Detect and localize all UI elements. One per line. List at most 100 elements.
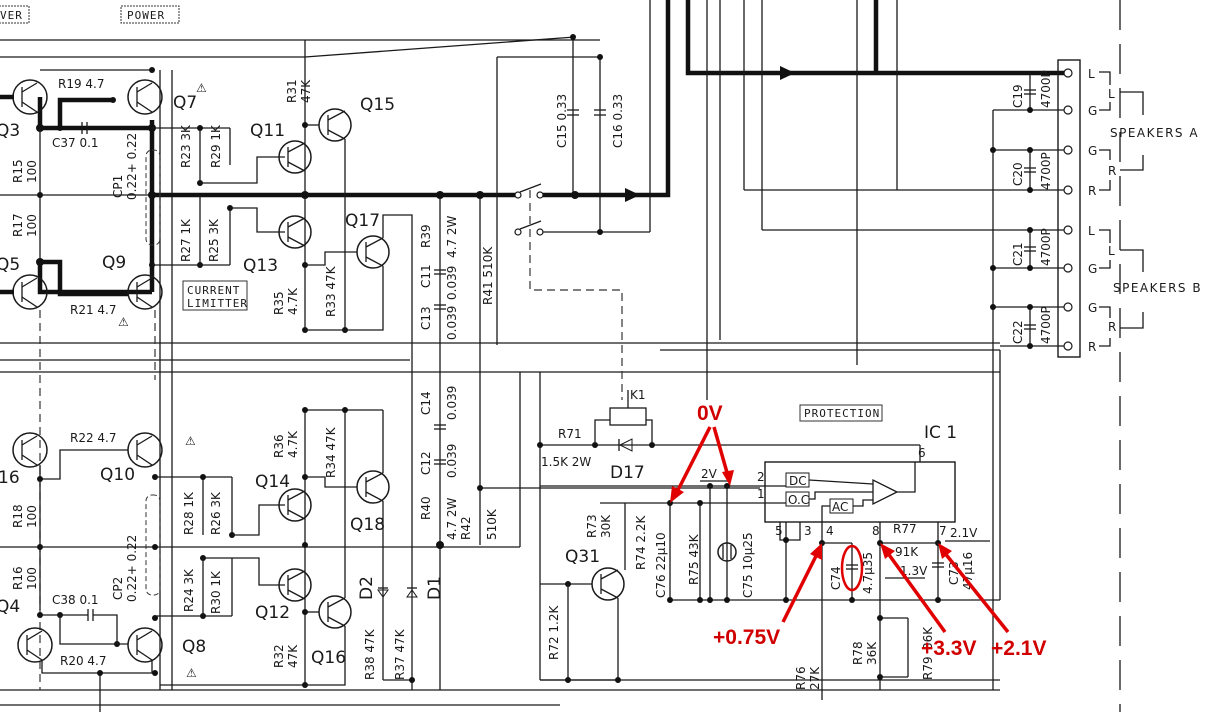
svg-text:C38 0.1: C38 0.1 [52, 593, 99, 607]
svg-text:R73: R73 [585, 514, 599, 538]
warning-icon: ⚠ [185, 434, 196, 448]
switch-contact [514, 191, 522, 199]
svg-text:4.7 2W: 4.7 2W [445, 215, 459, 258]
svg-text:2: 2 [757, 470, 765, 484]
svg-text:C76 22µ10: C76 22µ10 [654, 532, 668, 598]
switch-section: C15 0.33 C16 0.33 [496, 0, 651, 400]
svg-text:27K: 27K [808, 666, 822, 690]
svg-text:Q14: Q14 [255, 472, 290, 492]
section-label-power: POWER [120, 5, 180, 24]
svg-text:Q17: Q17 [345, 211, 380, 231]
svg-text:100: 100 [25, 160, 39, 183]
svg-text:91K: 91K [895, 545, 919, 559]
svg-text:Q9: Q9 [102, 253, 126, 273]
terminal-a-r [1063, 185, 1073, 195]
svg-text:R18: R18 [11, 504, 25, 528]
svg-text:LIMITTER: LIMITTER [187, 297, 248, 310]
svg-text:C74: C74 [829, 566, 843, 590]
svg-text:1.5K 2W: 1.5K 2W [541, 455, 591, 469]
svg-text:R23 3K: R23 3K [179, 124, 193, 168]
svg-text:R25 3K: R25 3K [207, 218, 221, 262]
capacitor-c73 [932, 562, 944, 568]
svg-text:R17: R17 [11, 213, 25, 237]
capacitor-c22: C22 4700P [1011, 306, 1053, 346]
svg-text:R41 510K: R41 510K [481, 246, 495, 305]
ic-comparator [872, 478, 899, 506]
svg-text:Q16: Q16 [311, 648, 346, 668]
arrow-pin8-icon [880, 543, 895, 559]
diode-d1 [406, 587, 418, 598]
svg-text:R77: R77 [893, 522, 917, 536]
warning-icon: ⚠ [186, 666, 197, 680]
svg-text:4700P: 4700P [1039, 306, 1053, 344]
svg-text:R: R [1088, 184, 1096, 198]
svg-text:Q3: Q3 [0, 121, 20, 141]
svg-text:R28 1K: R28 1K [182, 491, 196, 535]
section-label-driver: VER [0, 5, 30, 24]
speaker-switch-a [519, 183, 542, 193]
svg-text:4700P: 4700P [1039, 70, 1053, 108]
svg-text:R15: R15 [11, 159, 25, 183]
svg-text:R27 1K: R27 1K [179, 218, 193, 262]
terminal-a-g2 [1063, 145, 1073, 155]
ic1-body [764, 461, 956, 523]
transistor-q8 [127, 627, 163, 663]
svg-text:R16: R16 [11, 566, 25, 590]
transistor-q13 [278, 215, 312, 249]
svg-text:C21: C21 [1011, 242, 1025, 266]
relay-k1 [609, 407, 647, 426]
terminal-b-g1 [1063, 263, 1073, 273]
svg-text:PROTECTION: PROTECTION [804, 407, 880, 420]
svg-text:Q13: Q13 [243, 256, 278, 276]
c74-highlight-ring [840, 544, 864, 592]
printed-voltage-pin8: 1.3V [900, 564, 928, 578]
upper-output-stage: Q3 R19 4.7 C37 0.1 Q7 ⚠ R15 100 R17 100 … [0, 40, 495, 690]
svg-text:6: 6 [918, 446, 926, 460]
speaker-terminal-strip: L G G R L R SPEAKERS A L G G R L R SPEAK… [1057, 59, 1201, 358]
svg-text:R37 47K: R37 47K [393, 628, 407, 680]
svg-text:R29 1K: R29 1K [209, 124, 223, 168]
speaker-switch-b [519, 220, 542, 230]
svg-text:VER: VER [0, 9, 23, 22]
svg-text:G: G [1088, 262, 1097, 276]
speakers-a-label: SPEAKERS A [1110, 126, 1199, 140]
voltage-annotations: 0V +0.75V +3.3V +2.1V [670, 402, 1046, 660]
printed-voltage-pin2: 2V [701, 467, 718, 481]
svg-text:Q5: Q5 [0, 255, 20, 275]
svg-text:G: G [1088, 144, 1097, 158]
transistor-q14 [278, 488, 312, 522]
capacitor-c75 [717, 542, 737, 562]
svg-text:Q7: Q7 [173, 93, 197, 113]
svg-text:D17: D17 [610, 463, 645, 483]
svg-text:8: 8 [872, 524, 880, 538]
svg-text:4.7 2W: 4.7 2W [445, 497, 459, 540]
svg-text:C15 0.33: C15 0.33 [555, 94, 569, 148]
svg-text:0.22+ 0.22: 0.22+ 0.22 [125, 535, 139, 602]
svg-text:0.039: 0.039 [445, 386, 459, 420]
annotation-0v: 0V [697, 402, 723, 425]
svg-text:Q8: Q8 [182, 637, 206, 657]
svg-text:R: R [1108, 164, 1116, 178]
svg-text:30K: 30K [599, 514, 613, 538]
terminal-b-r [1063, 341, 1073, 351]
svg-text:3: 3 [804, 524, 812, 538]
svg-text:0.039: 0.039 [445, 266, 459, 300]
svg-text:1: 1 [757, 487, 765, 501]
svg-text:C20: C20 [1011, 162, 1025, 186]
svg-text:4.7K: 4.7K [286, 287, 300, 315]
svg-text:C12: C12 [419, 451, 433, 475]
svg-text:CP1: CP1 [111, 175, 125, 198]
svg-text:R26 3K: R26 3K [209, 491, 223, 535]
transistor-q17 [356, 235, 390, 269]
svg-text:Q4: Q4 [0, 597, 20, 617]
terminal-b-g2 [1063, 302, 1073, 312]
svg-text:R: R [1108, 320, 1116, 334]
svg-text:Q31: Q31 [565, 547, 600, 567]
svg-text:AC: AC [832, 500, 848, 514]
terminal-b-l [1063, 225, 1073, 235]
svg-text:R36: R36 [272, 434, 286, 458]
svg-text:0.039: 0.039 [445, 306, 459, 340]
svg-text:Q15: Q15 [360, 95, 395, 115]
transistor-q7 [127, 79, 163, 115]
svg-text:R22 4.7: R22 4.7 [70, 431, 117, 445]
